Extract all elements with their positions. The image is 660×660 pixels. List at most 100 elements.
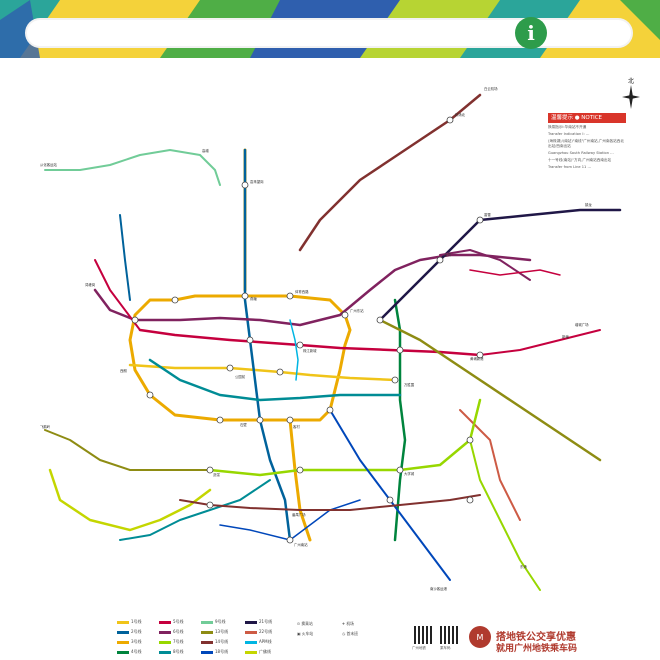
station-marker[interactable]	[296, 466, 304, 474]
line-18-path	[329, 409, 451, 581]
station-marker[interactable]	[216, 416, 224, 424]
notice-line: 换乘指示I:华南站不开通	[548, 125, 587, 129]
station-marker[interactable]	[206, 466, 214, 474]
station-marker[interactable]	[241, 181, 249, 189]
station-marker[interactable]	[206, 501, 214, 509]
legend-item: 9号线	[201, 619, 226, 625]
station-marker[interactable]	[341, 311, 349, 319]
legend-item: 3号线	[117, 639, 142, 645]
legend-item: APM线	[245, 639, 272, 645]
station-marker[interactable]	[146, 391, 154, 399]
legend-item: 1号线	[117, 619, 142, 625]
station-label: 东涌	[520, 564, 527, 569]
station-marker[interactable]	[446, 116, 454, 124]
station-label: 飞鹅岭	[40, 424, 51, 429]
station-label: 南沙客运港	[430, 586, 448, 591]
station-marker[interactable]	[466, 496, 474, 504]
legend-item: 6号线	[159, 629, 184, 635]
compass-north-label: 北	[627, 78, 634, 85]
station-label: 燕塘	[250, 296, 257, 301]
station-label: 客村	[293, 424, 300, 429]
legend-time-symbol: ◷ 首末班	[342, 631, 358, 636]
line-gf-path	[48, 468, 212, 532]
station-label: 高增	[202, 148, 209, 153]
qr-label: 乘车码	[440, 646, 451, 650]
station-label: 体育西路	[295, 289, 309, 294]
top-banner: i	[0, 0, 660, 58]
legend-item: 22号线	[245, 629, 272, 635]
qr-code	[440, 626, 458, 644]
station-marker[interactable]	[391, 376, 399, 384]
station-marker[interactable]	[276, 368, 284, 376]
station-marker[interactable]	[256, 416, 264, 424]
station-marker[interactable]	[286, 536, 294, 544]
station-label: 大学城	[404, 471, 415, 476]
line-4-path	[393, 298, 407, 542]
legend-item: 8号线	[159, 649, 184, 655]
station-label: 黄埔新港	[470, 356, 484, 361]
legend-item: 21号线	[245, 619, 272, 625]
metro-map[interactable]: 嘉禾望岗 体育西路 公园前 广州南站 广州东站 珠江新城 客村 万胜围 白云机场…	[0, 58, 660, 660]
station-label: 浔峰岗	[85, 282, 96, 287]
line-13-path	[378, 318, 602, 462]
qr-code	[414, 626, 432, 644]
line-22-path	[459, 409, 521, 521]
legend-item: 18号线	[201, 649, 228, 655]
notice-line: (海珠湖)/(南站)"南线"广州南站,广州南各站西北出站/西南出站	[548, 139, 624, 148]
station-marker[interactable]	[326, 406, 334, 414]
legend-item: 广佛线	[245, 649, 271, 655]
info-icon: i	[527, 21, 535, 45]
station-marker[interactable]	[476, 216, 484, 224]
station-label: 机场北	[455, 112, 466, 117]
notice-line: Transfer from Line 11 …	[548, 165, 592, 169]
station-marker[interactable]	[286, 416, 294, 424]
station-label: 嘉禾望岗	[250, 179, 264, 184]
station-label: 万胜围	[404, 382, 415, 387]
station-marker[interactable]	[476, 351, 484, 359]
promo-line-2: 就用广州地铁乘车码	[496, 644, 578, 654]
station-marker[interactable]	[466, 436, 474, 444]
legend-item: 2号线	[117, 629, 142, 635]
station-label: 公园前	[235, 374, 246, 379]
line-7-path	[208, 398, 482, 477]
station-marker[interactable]	[436, 256, 444, 264]
legend-item: 14号线	[201, 639, 228, 645]
station-marker[interactable]	[296, 341, 304, 349]
line-8-path	[148, 358, 402, 402]
station-label: 香雪	[484, 212, 491, 217]
station-label: 镇龙	[585, 202, 592, 207]
promo-line-1: 搭地铁公交享优惠	[496, 632, 576, 643]
legend-transfer-symbol: ⊙ 换乘站	[297, 621, 313, 626]
legend-airport-symbol: ✈ 机场	[342, 621, 354, 626]
station-label: 广州南站	[294, 542, 308, 547]
line-5-path	[138, 328, 482, 357]
line-9-path	[44, 149, 221, 186]
station-label: 增城广场	[575, 322, 589, 327]
line-6-path	[93, 253, 532, 327]
notice-line: Guangzhou South Railway Station …	[548, 151, 614, 155]
legend-item: 5号线	[159, 619, 184, 625]
legend-item: 7号线	[159, 639, 184, 645]
metro-logo-icon: M	[469, 626, 491, 648]
station-marker[interactable]	[386, 496, 394, 504]
station-marker[interactable]	[171, 296, 179, 304]
station-marker[interactable]	[246, 336, 254, 344]
station-marker[interactable]	[226, 364, 234, 372]
station-label: 新塘	[562, 334, 569, 339]
legend-item: 13号线	[201, 629, 228, 635]
station-label: 番禺广场	[292, 512, 306, 517]
legend-item: 4号线	[117, 649, 142, 655]
compass-rose	[622, 85, 640, 109]
station-label: 西朗	[120, 368, 127, 373]
station-label: 石壁	[240, 422, 247, 427]
station-marker[interactable]	[396, 466, 404, 474]
info-button[interactable]: i	[515, 17, 547, 49]
station-marker[interactable]	[376, 316, 384, 324]
line-3-path	[128, 294, 352, 422]
station-marker[interactable]	[241, 292, 249, 300]
station-marker[interactable]	[286, 292, 294, 300]
station-marker[interactable]	[131, 316, 139, 324]
search-input[interactable]	[39, 22, 523, 46]
station-marker[interactable]	[396, 346, 404, 354]
station-label: 白云机场	[484, 86, 498, 91]
